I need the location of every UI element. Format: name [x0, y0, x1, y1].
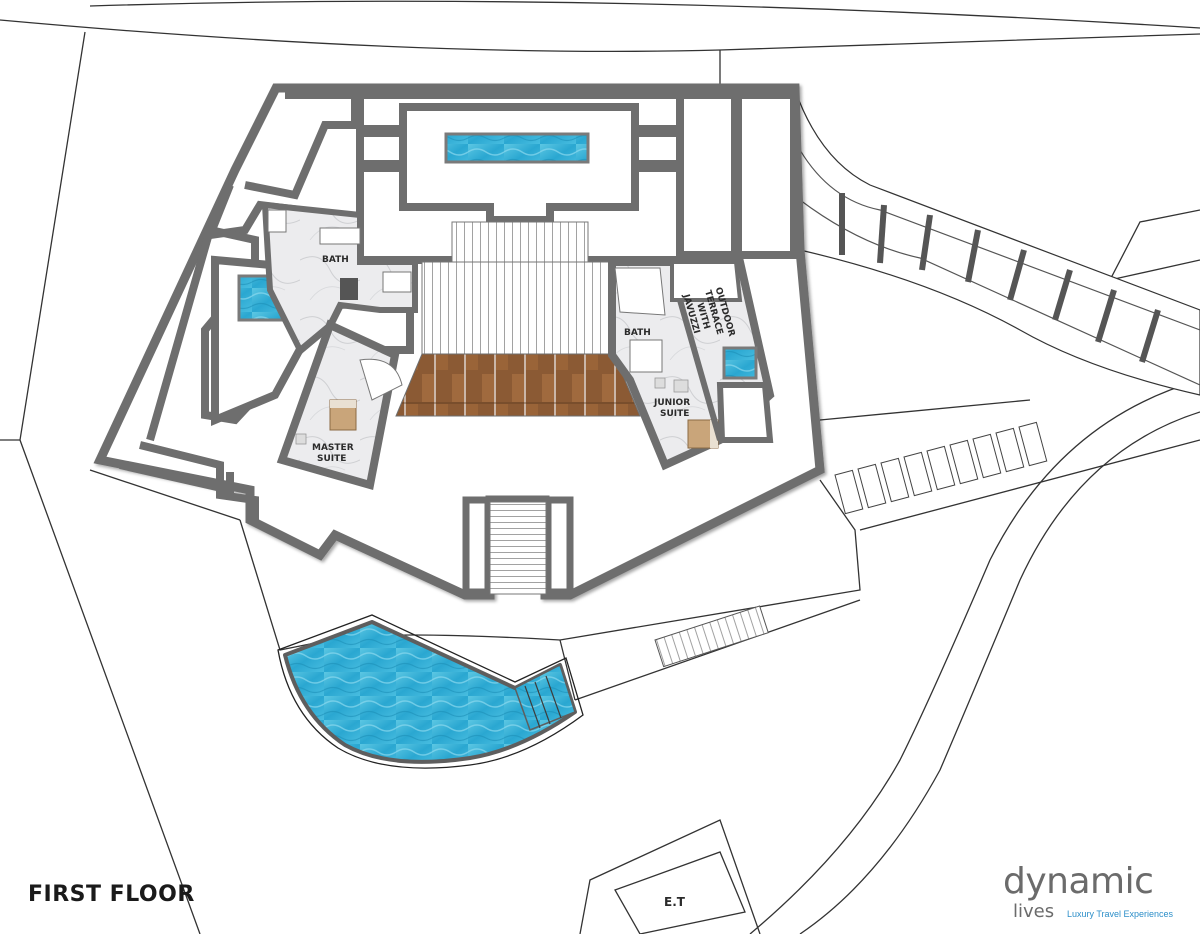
main-pool: [277, 614, 584, 769]
junior-bath-label: BATH: [624, 328, 651, 338]
curved-colonnade: [794, 89, 1200, 396]
brand-logo: dynamic lives Luxury Travel Experiences: [1003, 862, 1193, 932]
brand-sub: lives: [1013, 901, 1055, 922]
jacuzzi: [722, 346, 758, 380]
floor-title: FIRST FLOOR: [28, 882, 195, 907]
left-wing: [119, 91, 414, 520]
junior-suite-label-2: SUITE: [660, 409, 689, 419]
right-wing: [608, 258, 775, 471]
junior-spiral-stair: [614, 267, 666, 316]
central-stairs: [395, 221, 641, 417]
upper-reflecting-pool: [444, 132, 590, 164]
master-bath: [261, 201, 418, 355]
master-suite-label-1: MASTER: [312, 443, 354, 453]
brand-tagline: Luxury Travel Experiences: [1067, 909, 1174, 919]
front-stairs: [462, 496, 574, 596]
master-suite-label-2: SUITE: [317, 454, 346, 464]
spiral-stair: [359, 358, 403, 401]
master-suite: [276, 319, 403, 491]
brand-name: dynamic: [1003, 861, 1154, 902]
wood-deck: [395, 353, 641, 417]
master-bath-label: BATH: [322, 255, 349, 265]
left-plunge-pool: [237, 274, 287, 322]
garage-bays: [676, 91, 798, 259]
colonnade-dividers: [839, 193, 1161, 363]
et-label: E.T: [664, 895, 686, 909]
junior-suite-label-1: JUNIOR: [653, 398, 690, 408]
pool-side-stairs: [654, 605, 769, 668]
parking-bays: [834, 421, 1048, 515]
et-structure: [614, 851, 746, 934]
